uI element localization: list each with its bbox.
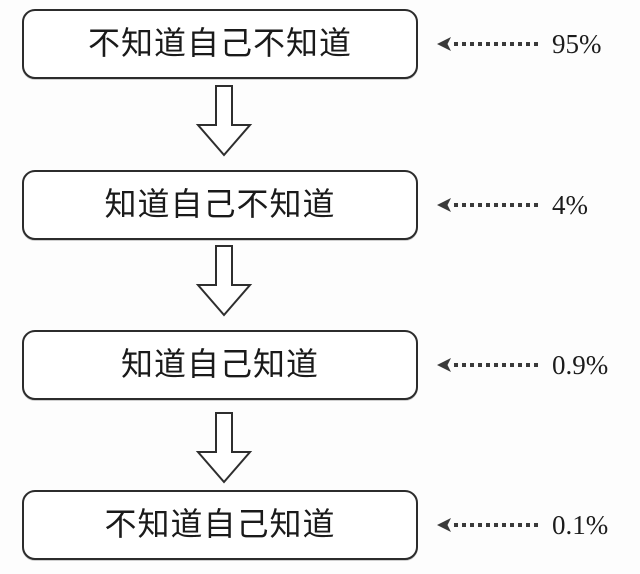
flow-step-percent: 95% [552, 29, 602, 59]
flow-step-row: 知道自己不知道 4% [0, 170, 640, 240]
dotted-left-arrow-icon [434, 354, 546, 376]
down-block-arrow-icon [195, 412, 253, 484]
flow-step-label: 不知道自己知道 [104, 505, 336, 542]
flow-step-label: 知道自己知道 [120, 345, 319, 382]
flow-step-row: 知道自己知道 0.9% [0, 330, 640, 400]
flow-step-box-3[interactable]: 知道自己知道 [22, 330, 418, 400]
flow-step-label: 知道自己不知道 [104, 185, 336, 222]
flow-step-label: 不知道自己不知道 [87, 24, 352, 61]
down-block-arrow-icon [195, 85, 253, 157]
flow-step-percent: 0.9% [552, 350, 609, 380]
dotted-left-arrow-icon [434, 514, 546, 536]
down-block-arrow-icon [195, 245, 253, 317]
dotted-left-arrow-icon [434, 33, 546, 55]
flow-step-percent: 4% [552, 190, 588, 220]
dotted-left-arrow-icon [434, 194, 546, 216]
flow-step-row: 不知道自己不知道 95% [0, 9, 640, 79]
flow-step-box-2[interactable]: 知道自己不知道 [22, 170, 418, 240]
flow-step-percent: 0.1% [552, 510, 609, 540]
flow-step-box-1[interactable]: 不知道自己不知道 [22, 9, 418, 79]
flow-step-row: 不知道自己知道 0.1% [0, 490, 640, 560]
flow-step-box-4[interactable]: 不知道自己知道 [22, 490, 418, 560]
